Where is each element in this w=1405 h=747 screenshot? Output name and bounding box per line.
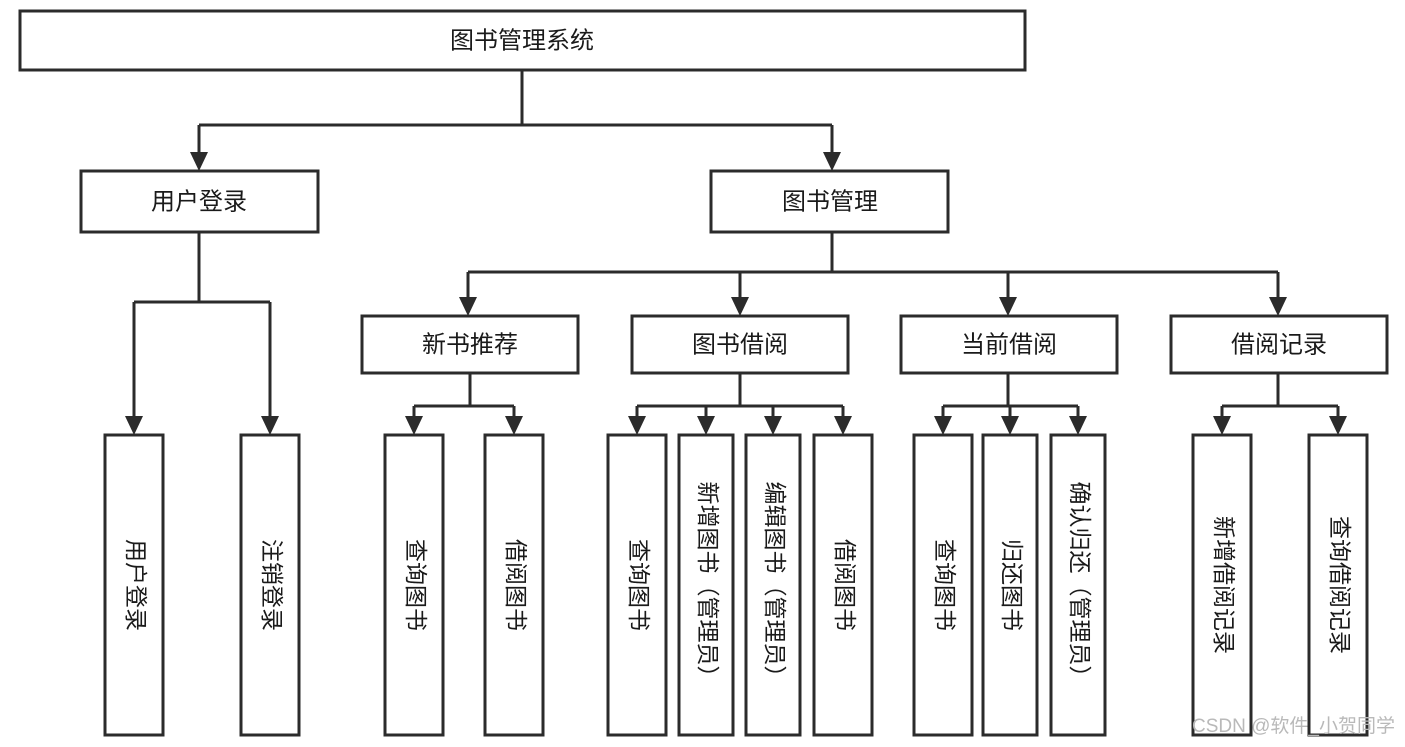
- node-leaf-add-book[interactable]: 新增图书（管理员）: [677, 433, 735, 737]
- node-leaf-return-book-box[interactable]: [981, 433, 1039, 737]
- node-leaf-user-login[interactable]: 用户登录: [103, 433, 165, 737]
- arrowhead-leaf-add-record: [1213, 416, 1231, 435]
- node-root-box[interactable]: [18, 9, 1027, 72]
- node-leaf-add-record[interactable]: 新增借阅记录: [1191, 433, 1253, 737]
- node-leaf-borrow-book-2-box[interactable]: [812, 433, 874, 737]
- arrowhead-book-borrow: [731, 297, 749, 316]
- node-leaf-return-book-label: 归还图书: [999, 539, 1025, 631]
- node-root-label: 图书管理系统: [450, 27, 594, 54]
- node-user-login-label: 用户登录: [151, 188, 247, 215]
- node-book-borrow-label: 图书借阅: [692, 331, 788, 358]
- node-root[interactable]: 图书管理系统: [18, 9, 1027, 72]
- node-new-book-recommend-label: 新书推荐: [422, 331, 518, 358]
- arrowhead-leaf-return-book: [1001, 416, 1019, 435]
- node-current-borrow-label: 当前借阅: [961, 331, 1057, 358]
- arrowhead-leaf-query-book-3: [934, 416, 952, 435]
- arrowhead-leaf-add-book: [697, 416, 715, 435]
- node-leaf-query-record-label: 查询借阅记录: [1327, 516, 1353, 654]
- node-leaf-confirm-return-label: 确认归还（管理员）: [1067, 482, 1093, 689]
- node-leaf-query-book-3-box[interactable]: [912, 433, 974, 737]
- arrowhead-book-management: [823, 152, 841, 171]
- connector-group-root-to-level2: [190, 70, 841, 171]
- arrowhead-new-book-recommend: [459, 297, 477, 316]
- node-leaf-add-record-label: 新增借阅记录: [1211, 516, 1237, 654]
- arrowhead-leaf-logout: [261, 416, 279, 435]
- node-leaf-borrow-book-2[interactable]: 借阅图书: [812, 433, 874, 737]
- node-leaf-logout-label: 注销登录: [259, 539, 285, 631]
- node-borrow-record-box[interactable]: [1169, 314, 1389, 375]
- connector-group-current-borrow-to-leaves: [934, 373, 1087, 435]
- node-leaf-borrow-book-1[interactable]: 借阅图书: [483, 433, 545, 737]
- node-leaf-edit-book[interactable]: 编辑图书（管理员）: [744, 433, 802, 737]
- node-leaf-query-book-1[interactable]: 查询图书: [383, 433, 445, 737]
- arrowhead-leaf-query-book-2: [628, 416, 646, 435]
- node-leaf-user-login-box[interactable]: [103, 433, 165, 737]
- connector-group-book-management-to-level3: [459, 232, 1287, 316]
- arrowhead-leaf-user-login: [125, 416, 143, 435]
- arrowhead-leaf-edit-book: [764, 416, 782, 435]
- node-leaf-return-book[interactable]: 归还图书: [981, 433, 1039, 737]
- node-current-borrow-box[interactable]: [899, 314, 1119, 375]
- node-book-borrow[interactable]: 图书借阅: [630, 314, 850, 375]
- arrowhead-leaf-confirm-return: [1069, 416, 1087, 435]
- connector-group-borrow-record-to-leaves: [1213, 373, 1347, 435]
- node-leaf-borrow-book-1-box[interactable]: [483, 433, 545, 737]
- connector-group-new-book-recommend-to-leaves: [405, 373, 523, 435]
- node-leaf-query-book-2-label: 查询图书: [626, 539, 652, 631]
- node-leaf-user-login-label: 用户登录: [123, 539, 149, 631]
- node-leaf-add-book-box[interactable]: [677, 433, 735, 737]
- node-book-management[interactable]: 图书管理: [709, 169, 950, 234]
- node-leaf-add-book-label: 新增图书（管理员）: [695, 482, 721, 689]
- arrowhead-leaf-borrow-book-1: [505, 416, 523, 435]
- node-borrow-record-label: 借阅记录: [1231, 331, 1327, 358]
- node-current-borrow[interactable]: 当前借阅: [899, 314, 1119, 375]
- node-book-borrow-box[interactable]: [630, 314, 850, 375]
- arrowhead-leaf-borrow-book-2: [834, 416, 852, 435]
- arrowhead-leaf-query-book-1: [405, 416, 423, 435]
- node-leaf-borrow-book-1-label: 借阅图书: [503, 539, 529, 631]
- node-leaf-confirm-return-box[interactable]: [1049, 433, 1107, 737]
- node-user-login[interactable]: 用户登录: [79, 169, 320, 234]
- node-borrow-record[interactable]: 借阅记录: [1169, 314, 1389, 375]
- node-leaf-query-book-1-box[interactable]: [383, 433, 445, 737]
- arrowhead-user-login: [190, 152, 208, 171]
- node-leaf-query-book-3-label: 查询图书: [932, 539, 958, 631]
- node-leaf-query-book-2-box[interactable]: [606, 433, 668, 737]
- node-leaf-edit-book-label: 编辑图书（管理员）: [762, 482, 788, 689]
- node-leaf-confirm-return[interactable]: 确认归还（管理员）: [1049, 433, 1107, 737]
- arrowhead-borrow-record: [1269, 297, 1287, 316]
- node-new-book-recommend[interactable]: 新书推荐: [360, 314, 580, 375]
- node-user-login-box[interactable]: [79, 169, 320, 234]
- node-leaf-edit-book-box[interactable]: [744, 433, 802, 737]
- node-leaf-logout[interactable]: 注销登录: [239, 433, 301, 737]
- node-leaf-query-record-box[interactable]: [1307, 433, 1369, 737]
- connector-group-book-borrow-to-leaves: [628, 373, 852, 435]
- csdn-watermark: CSDN @软件_小贺同学: [1192, 715, 1395, 737]
- node-leaf-query-book-3[interactable]: 查询图书: [912, 433, 974, 737]
- node-new-book-recommend-box[interactable]: [360, 314, 580, 375]
- arrowhead-current-borrow: [999, 297, 1017, 316]
- node-book-management-box[interactable]: [709, 169, 950, 234]
- node-leaf-query-book-2[interactable]: 查询图书: [606, 433, 668, 737]
- node-leaf-query-book-1-label: 查询图书: [403, 539, 429, 631]
- connector-group-user-login-to-leaves: [125, 232, 279, 435]
- node-leaf-borrow-book-2-label: 借阅图书: [832, 539, 858, 631]
- node-leaf-logout-box[interactable]: [239, 433, 301, 737]
- node-leaf-add-record-box[interactable]: [1191, 433, 1253, 737]
- arrowhead-leaf-query-record: [1329, 416, 1347, 435]
- node-leaf-query-record[interactable]: 查询借阅记录: [1307, 433, 1369, 737]
- node-book-management-label: 图书管理: [782, 188, 878, 215]
